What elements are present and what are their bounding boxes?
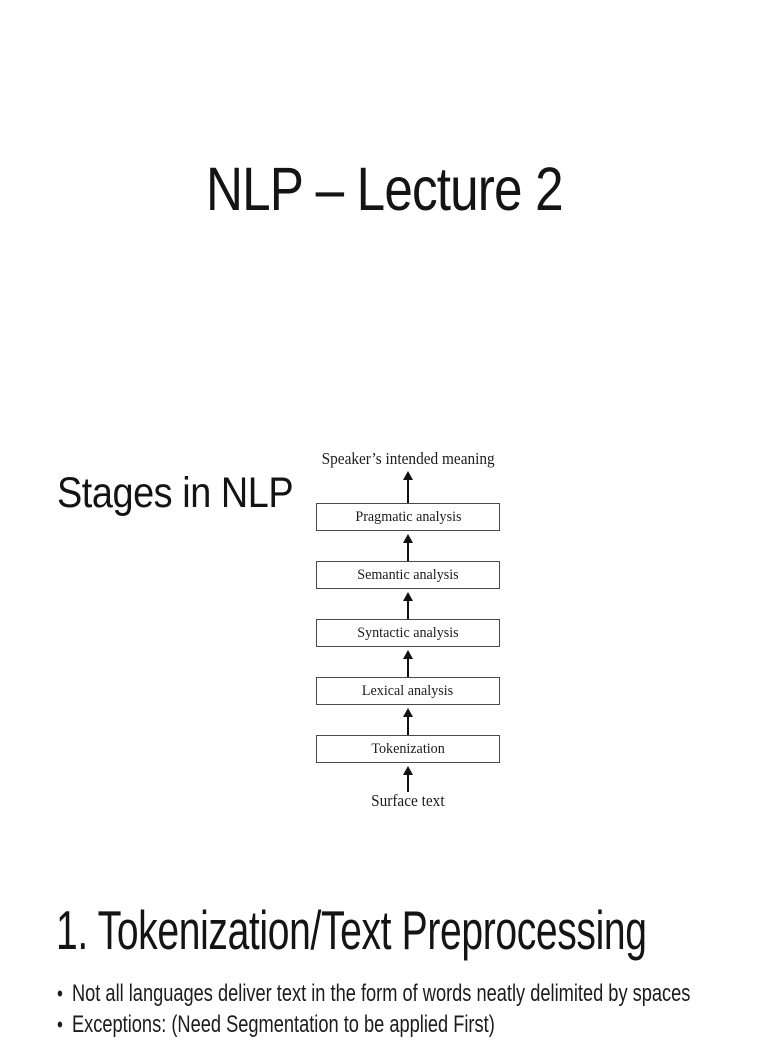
up-arrow xyxy=(316,468,500,503)
arrow-head-icon xyxy=(403,766,413,775)
stage-label: Semantic analysis xyxy=(357,566,459,583)
stage-box-semantic: Semantic analysis xyxy=(316,561,500,589)
arrow-shaft xyxy=(407,480,409,503)
bullet-list: • Not all languages deliver text in the … xyxy=(57,978,757,1040)
diagram-top-label-row: Speaker’s intended meaning xyxy=(316,450,500,468)
arrow-shaft xyxy=(407,659,409,677)
stage-box-lexical: Lexical analysis xyxy=(316,677,500,705)
bullet-text: Not all languages deliver text in the fo… xyxy=(71,980,691,1007)
nlp-stages-diagram: Speaker’s intended meaning Pragmatic ana… xyxy=(316,450,500,810)
arrow-shaft xyxy=(407,543,409,561)
tokenization-heading: 1. Tokenization/Text Preprocessing xyxy=(56,899,647,961)
stage-box-tokenization: Tokenization xyxy=(316,735,500,763)
bullet-item: • Not all languages deliver text in the … xyxy=(57,978,690,1009)
diagram-bottom-label-row: Surface text xyxy=(316,792,500,810)
arrow-head-icon xyxy=(403,650,413,659)
arrow-head-icon xyxy=(403,708,413,717)
stages-heading: Stages in NLP xyxy=(57,469,294,517)
bullet-icon: • xyxy=(57,1012,63,1037)
stage-box-pragmatic: Pragmatic analysis xyxy=(316,503,500,531)
bullet-item: • Exceptions: (Need Segmentation to be a… xyxy=(57,1009,589,1040)
arrow-head-icon xyxy=(403,471,413,480)
stage-box-syntactic: Syntactic analysis xyxy=(316,619,500,647)
arrow-shaft xyxy=(407,601,409,619)
stage-label: Syntactic analysis xyxy=(357,624,459,641)
up-arrow xyxy=(316,531,500,561)
stage-label: Lexical analysis xyxy=(362,682,454,699)
arrow-head-icon xyxy=(403,534,413,543)
up-arrow xyxy=(316,763,500,792)
arrow-head-icon xyxy=(403,592,413,601)
stage-label: Pragmatic analysis xyxy=(354,508,462,525)
diagram-top-label: Speaker’s intended meaning xyxy=(321,449,495,468)
title-slide: NLP – Lecture 2 xyxy=(0,155,768,223)
lecture-title: NLP – Lecture 2 xyxy=(205,155,564,223)
arrow-shaft xyxy=(407,775,409,792)
diagram-bottom-label: Surface text xyxy=(371,791,445,810)
up-arrow xyxy=(316,705,500,735)
bullet-text: Exceptions: (Need Segmentation to be app… xyxy=(71,1011,495,1038)
up-arrow xyxy=(316,647,500,677)
up-arrow xyxy=(316,589,500,619)
stage-label: Tokenization xyxy=(371,740,445,757)
bullet-icon: • xyxy=(57,981,63,1006)
arrow-shaft xyxy=(407,717,409,735)
